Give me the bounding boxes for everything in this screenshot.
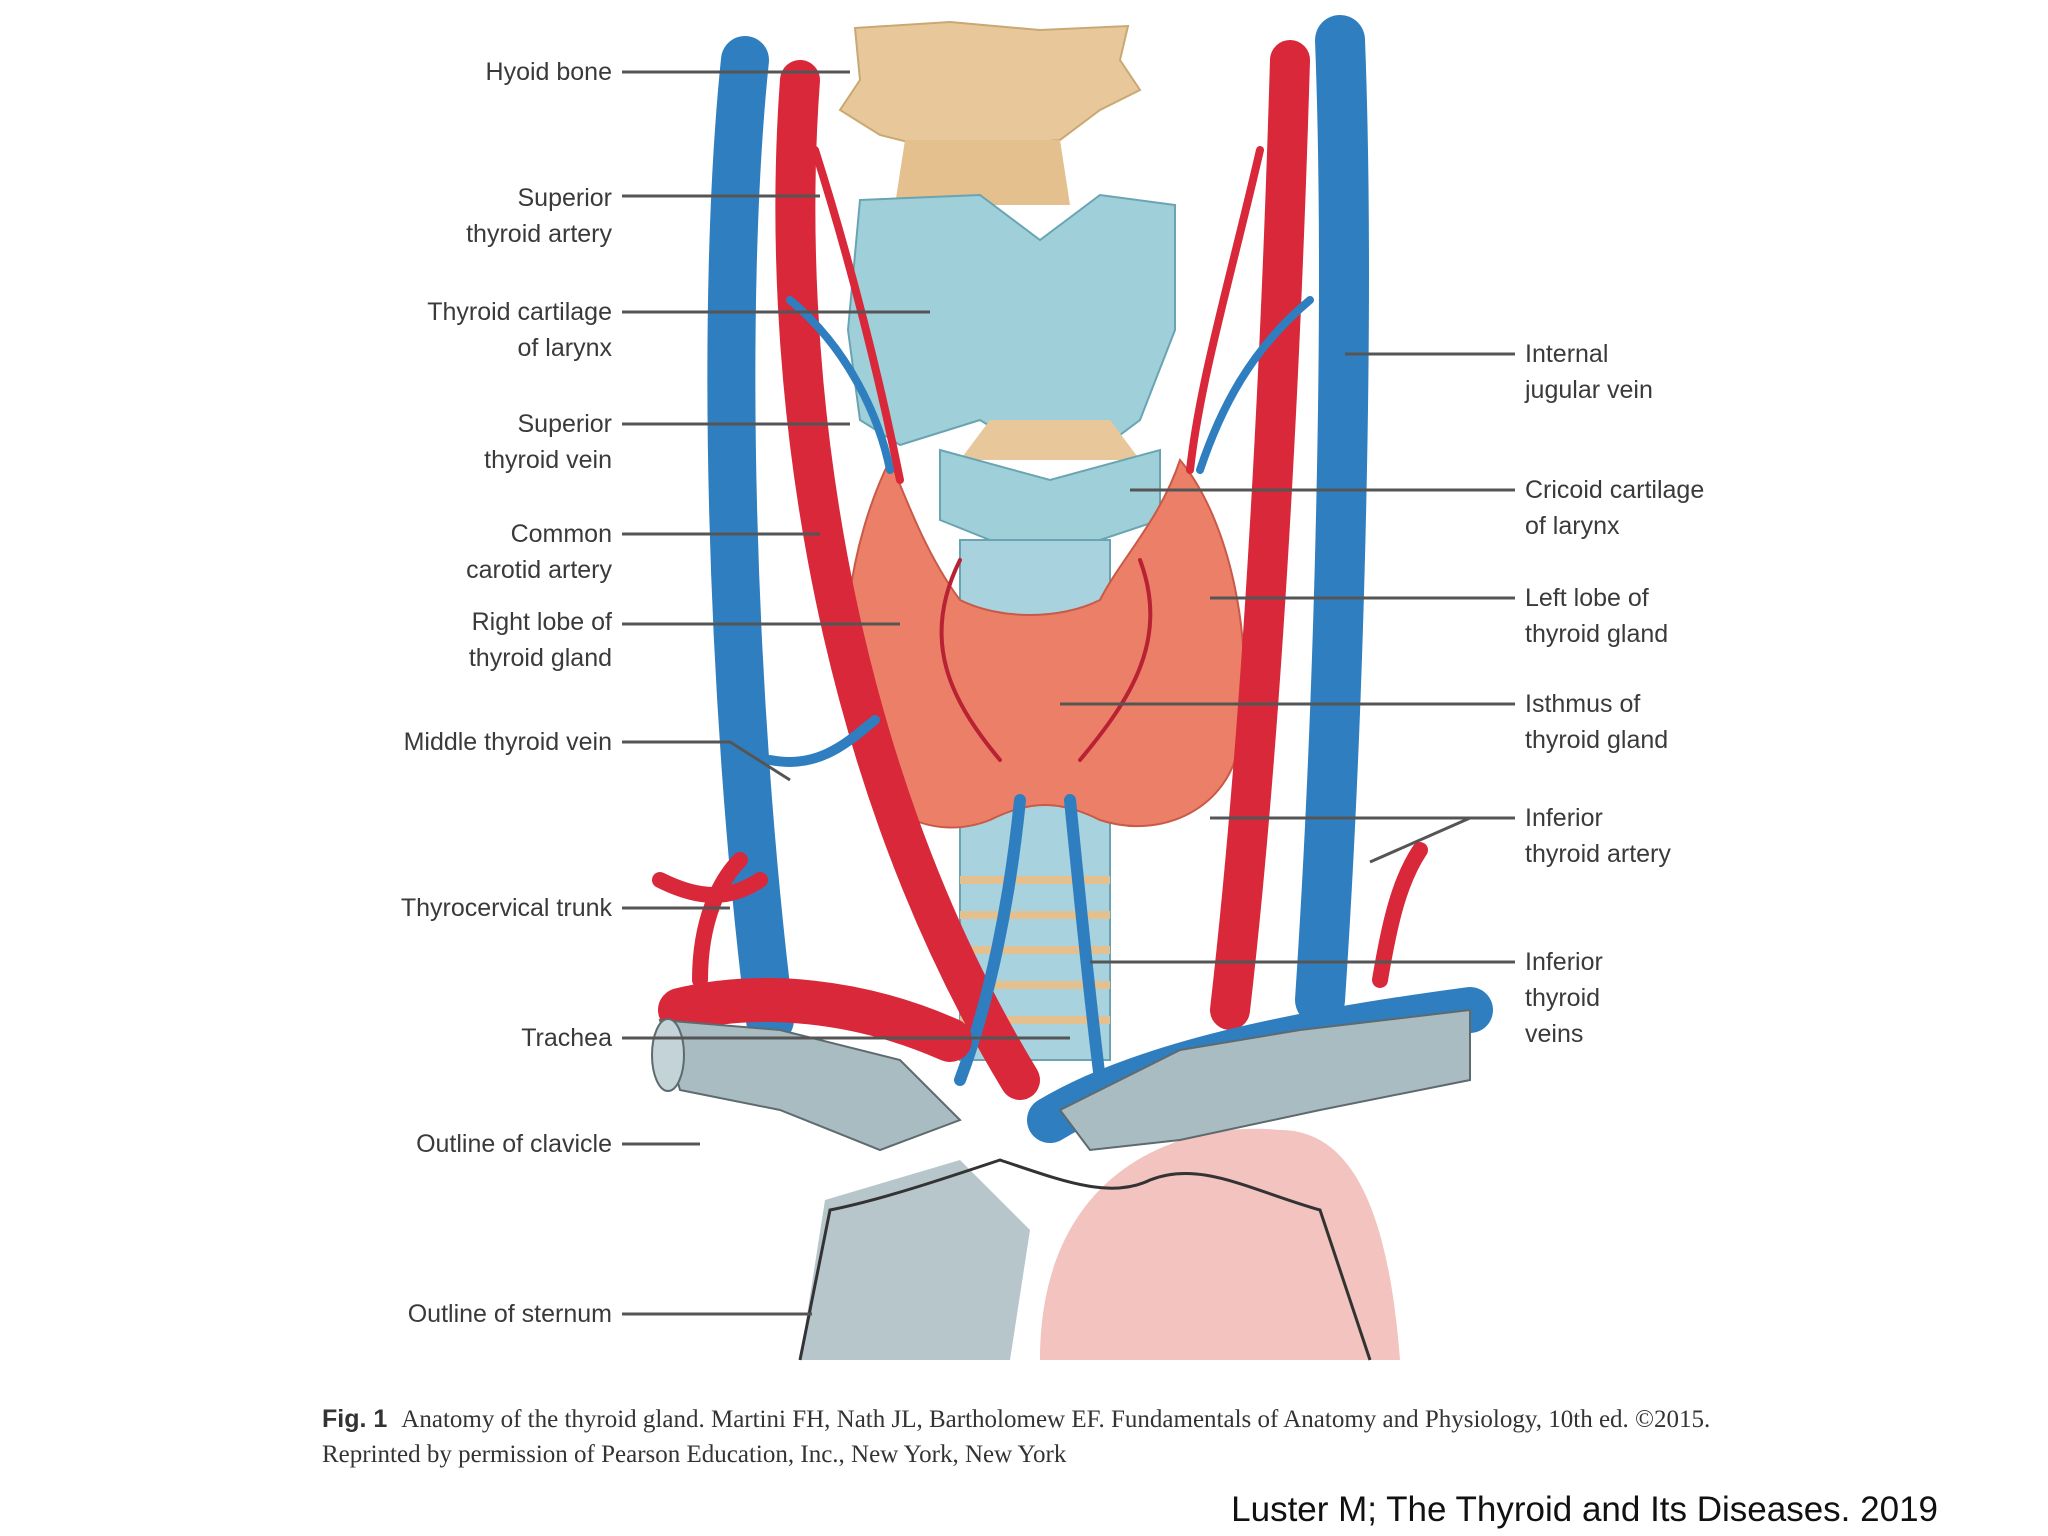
left-common-carotid-artery	[1210, 40, 1310, 1030]
left-clavicle	[1058, 1008, 1471, 1152]
left-labels: Hyoid bone Superior thyroid artery Thyro…	[401, 58, 1070, 1328]
label-trachea: Trachea	[521, 1024, 612, 1052]
figure-number: Fig. 1	[322, 1405, 388, 1433]
label-outline-sternum: Outline of sternum	[408, 1300, 612, 1328]
label-left-lobe-1: Left lobe of	[1525, 584, 1649, 612]
label-inferior-veins-3: veins	[1525, 1020, 1583, 1048]
left-internal-jugular-vein	[1295, 15, 1369, 1025]
label-cricoid-2: of larynx	[1525, 512, 1620, 540]
right-labels: Internal jugular vein Cricoid cartilage …	[1060, 340, 1704, 1048]
label-inferior-veins-1: Inferior	[1525, 948, 1603, 976]
thyroid-cartilage	[846, 193, 1176, 452]
gland-vessels	[765, 146, 1314, 1086]
label-superior-thyroid-artery-1: Superior	[518, 184, 613, 212]
label-internal-jugular-1: Internal	[1525, 340, 1608, 368]
label-internal-jugular-2: jugular vein	[1524, 376, 1653, 404]
right-subclavian-artery	[658, 978, 972, 1062]
label-outline-clavicle: Outline of clavicle	[416, 1130, 612, 1158]
label-inferior-artery-1: Inferior	[1525, 804, 1603, 832]
label-superior-thyroid-vein-2: thyroid vein	[484, 446, 612, 474]
clavicle-end	[651, 1018, 685, 1092]
label-isthmus-2: thyroid gland	[1525, 726, 1668, 754]
label-common-carotid-2: carotid artery	[466, 556, 612, 584]
label-hyoid-bone: Hyoid bone	[486, 58, 612, 86]
label-superior-thyroid-artery-2: thyroid artery	[466, 220, 612, 248]
right-common-carotid-artery	[775, 60, 1040, 1100]
sternum	[800, 1160, 1030, 1360]
label-superior-thyroid-vein-1: Superior	[518, 410, 613, 438]
label-inferior-artery-2: thyroid artery	[1525, 840, 1671, 868]
label-common-carotid-1: Common	[511, 520, 612, 548]
sternum-outline	[798, 1158, 1372, 1361]
label-cricoid-1: Cricoid cartilage	[1525, 476, 1704, 504]
figure-caption-text: Anatomy of the thyroid gland. Martini FH…	[322, 1406, 1711, 1468]
right-clavicle	[658, 1018, 962, 1152]
cricoid-cartilage	[939, 448, 1161, 541]
cricothyroid-membrane	[960, 420, 1140, 460]
label-left-lobe-2: thyroid gland	[1525, 620, 1668, 648]
hyoid-bone	[838, 20, 1142, 152]
label-thyroid-cartilage-1: Thyroid cartilage	[427, 298, 612, 326]
label-thyroid-cartilage-2: of larynx	[518, 334, 613, 362]
source-credit: Luster M; The Thyroid and Its Diseases. …	[1231, 1490, 1938, 1529]
right-thyrocervical-trunk	[652, 852, 768, 988]
label-inferior-veins-2: thyroid	[1525, 984, 1600, 1012]
label-isthmus-1: Isthmus of	[1525, 690, 1640, 718]
heart-tissue	[1040, 1128, 1400, 1360]
label-right-lobe-2: thyroid gland	[469, 644, 612, 672]
hyoid-lower	[895, 140, 1070, 205]
label-thyrocervical-trunk: Thyrocervical trunk	[401, 894, 613, 922]
label-middle-thyroid-vein: Middle thyroid vein	[404, 728, 612, 756]
label-right-lobe-1: Right lobe of	[472, 608, 612, 636]
